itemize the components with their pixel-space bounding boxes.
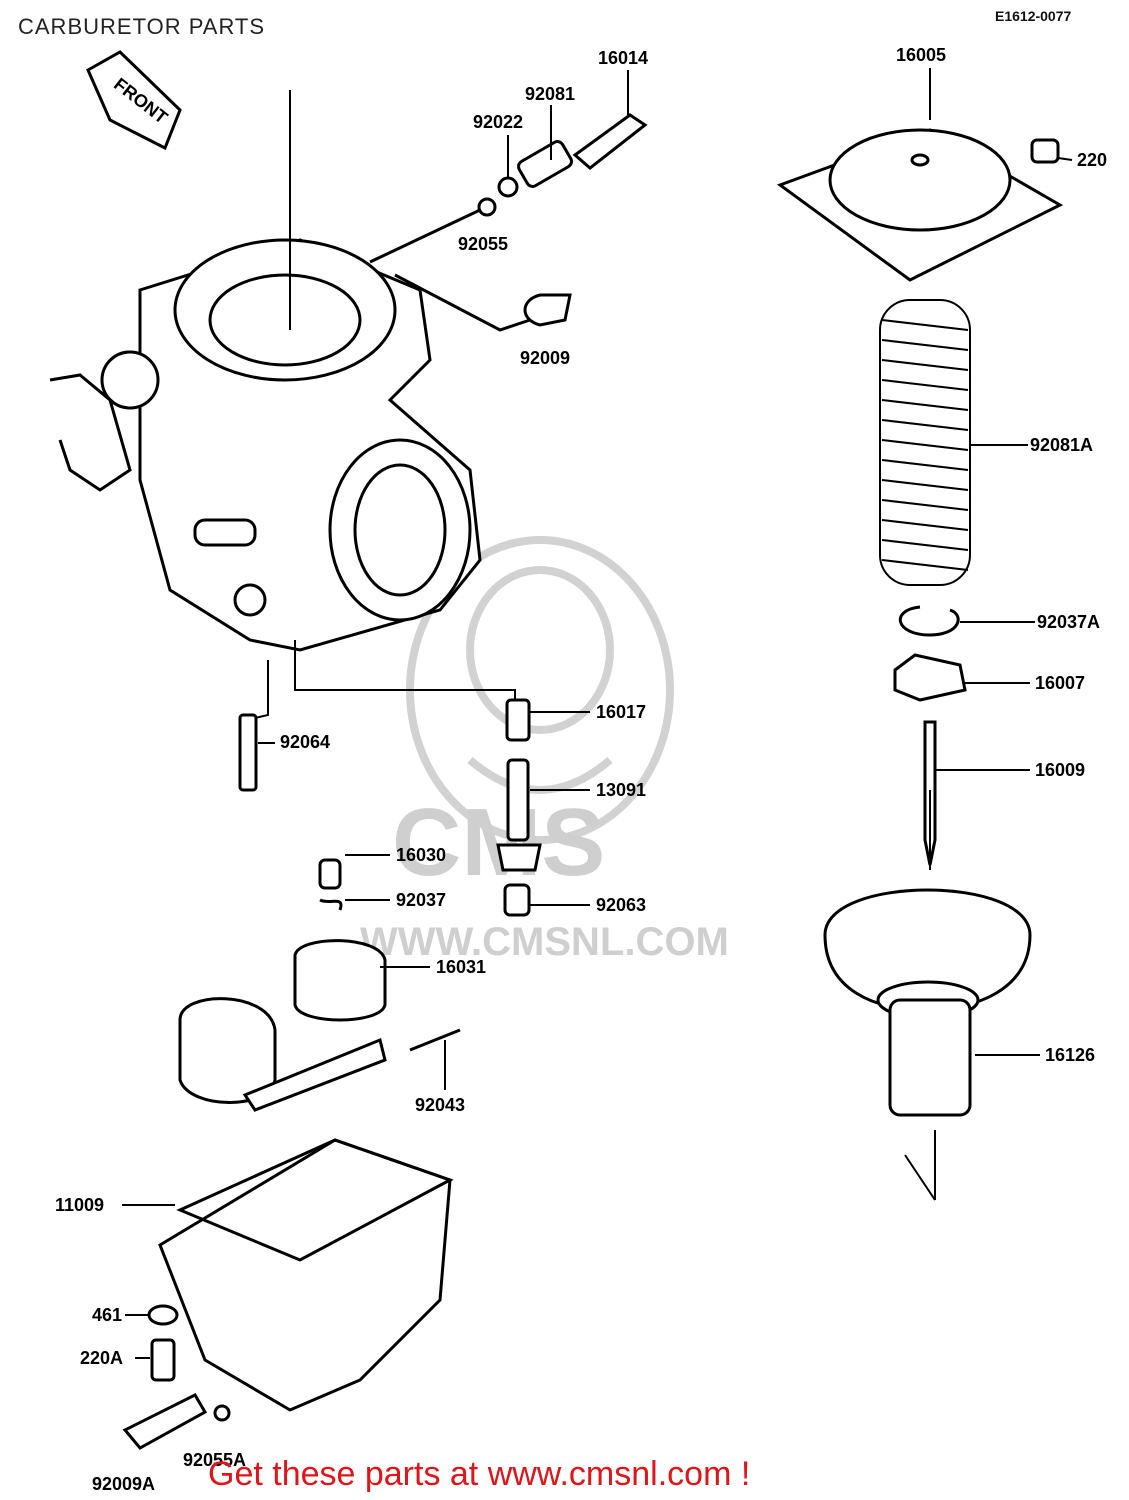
page-title: CARBURETOR PARTS — [18, 14, 266, 39]
front-arrow-tag: FRONT — [86, 50, 182, 151]
part-label-16005: 16005 — [896, 45, 947, 65]
part-label-16007: 16007 — [1035, 673, 1086, 693]
needle-assembly — [893, 605, 967, 866]
svg-text:WWW.CMSNL.COM: WWW.CMSNL.COM — [360, 920, 729, 964]
part-label-461: 461 — [92, 1305, 123, 1325]
part-label-92009A: 92009A — [92, 1474, 156, 1494]
carburetor-body — [49, 238, 482, 652]
pilot-screw-assembly — [369, 113, 648, 332]
promo-link-text[interactable]: Get these parts at www.cmsnl.com ! — [208, 1455, 751, 1493]
part-label-92063: 92063 — [596, 895, 647, 915]
leader-lines — [122, 68, 1073, 1359]
part-label-92043: 92043 — [415, 1095, 466, 1115]
part-label-92037A: 92037A — [1037, 612, 1101, 632]
part-label-16014: 16014 — [598, 48, 649, 68]
float-assembly — [178, 858, 461, 1112]
diagram-code: E1612-0077 — [995, 8, 1072, 24]
part-label-16126: 16126 — [1045, 1045, 1096, 1065]
watermark-brand: CMS WWW.CMSNL.COM — [360, 789, 729, 964]
svg-text:CMS: CMS — [392, 789, 605, 896]
part-label-11009: 11009 — [55, 1195, 105, 1215]
part-label-220A: 220A — [80, 1348, 124, 1368]
part-label-92055: 92055 — [458, 234, 509, 254]
part-label-16009: 16009 — [1035, 760, 1086, 780]
part-label-92055A: 92055A — [183, 1450, 247, 1470]
vacuum-spring — [879, 299, 971, 586]
part-label-92081: 92081 — [525, 84, 576, 104]
part-label-92081A: 92081A — [1030, 435, 1094, 455]
part-label-220: 220 — [1077, 150, 1108, 170]
part-label-92009: 92009 — [520, 348, 571, 368]
vacuum-piston — [823, 888, 1032, 1117]
part-label-92037: 92037 — [396, 890, 447, 910]
part-label-16031: 16031 — [436, 957, 487, 977]
part-label-92064: 92064 — [280, 732, 331, 752]
part-label-16017: 16017 — [596, 702, 647, 722]
part-label-92022: 92022 — [473, 112, 524, 132]
top-cover — [776, 128, 1064, 282]
float-bowl — [122, 1138, 454, 1450]
jet-assembly — [238, 698, 542, 917]
part-label-13091: 13091 — [596, 780, 647, 800]
part-label-16030: 16030 — [396, 845, 447, 865]
